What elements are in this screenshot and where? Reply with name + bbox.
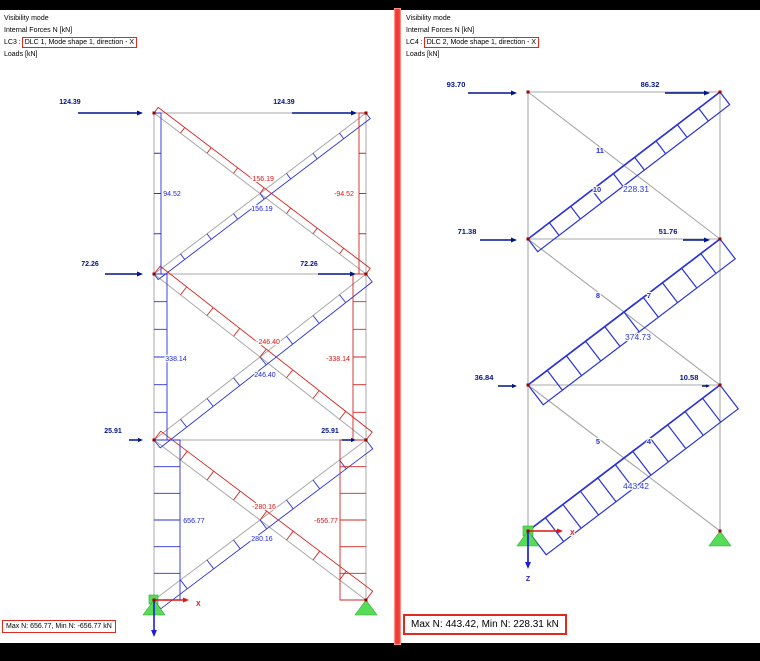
force-diagram-diag-neg-s3 bbox=[153, 430, 374, 601]
member-number-label: 5 bbox=[596, 437, 600, 446]
load-value-label: 25.91 bbox=[321, 428, 339, 435]
load-arrow bbox=[468, 90, 517, 96]
max-min-status: Max N: 656.77, Min N: -656.77 kN bbox=[2, 620, 116, 633]
force-diagram-col-neg-s3 bbox=[339, 439, 366, 601]
force-diagram-diag-neg-s2 bbox=[153, 265, 373, 441]
axis-x-label: X bbox=[570, 530, 575, 537]
force-diagram-col-pos-s3 bbox=[154, 439, 181, 601]
load-arrow bbox=[480, 237, 517, 243]
load-case-highlight-box: DLC 1, Mode shape 1, direction - X bbox=[21, 37, 138, 48]
axial-force-label: -246.40 bbox=[256, 339, 280, 346]
axial-force-label: 246.40 bbox=[254, 372, 276, 379]
load-case-prefix: LC4 : bbox=[406, 39, 423, 46]
left-viewport[interactable] bbox=[0, 10, 394, 643]
load-case-line: LC3 :DLC 1, Mode shape 1, direction - X bbox=[4, 37, 138, 49]
right-viewport[interactable] bbox=[401, 10, 760, 643]
support-icon bbox=[516, 525, 732, 547]
axis-z-arrow bbox=[525, 531, 531, 569]
load-arrow bbox=[665, 90, 710, 96]
panel-divider bbox=[394, 8, 401, 645]
member-number-label: 7 bbox=[647, 291, 651, 300]
axis-x-arrow bbox=[528, 528, 563, 534]
axial-force-label: -338.14 bbox=[326, 356, 350, 363]
load-value-label: 93.70 bbox=[447, 80, 466, 89]
load-arrow bbox=[702, 384, 710, 388]
axis-z-label: Z bbox=[526, 576, 531, 583]
force-diagram-diag-pos-s3 bbox=[153, 439, 374, 610]
axial-force-label: 374.73 bbox=[625, 332, 651, 342]
axial-force-label: 228.31 bbox=[623, 184, 649, 194]
force-diagram-col-neg-s2 bbox=[352, 273, 366, 441]
node-dots bbox=[526, 90, 722, 533]
axial-force-label: 156.19 bbox=[251, 206, 273, 213]
load-value-label: 124.39 bbox=[273, 99, 295, 106]
load-value-label: 51.76 bbox=[659, 227, 678, 236]
support-icon bbox=[142, 594, 378, 616]
right-header: Visibility mode Internal Forces N [kN] L… bbox=[406, 13, 540, 61]
load-case-prefix: LC3 : bbox=[4, 39, 21, 46]
axial-force-label: -656.77 bbox=[314, 518, 338, 525]
load-arrow bbox=[342, 437, 356, 443]
load-value-label: 25.91 bbox=[104, 428, 122, 435]
max-min-status: Max N: 443.42, Min N: 228.31 kN bbox=[403, 614, 567, 635]
force-diagram-col-pos-s1 bbox=[154, 112, 162, 275]
load-arrow bbox=[105, 271, 143, 277]
axial-force-label: -280.16 bbox=[252, 504, 276, 511]
axial-force-label: 656.77 bbox=[183, 518, 205, 525]
axial-force-label: -94.52 bbox=[334, 191, 354, 198]
loads-unit-label: Loads [kN] bbox=[406, 51, 440, 58]
force-diagram-s3 bbox=[527, 384, 740, 556]
force-diagram-diag-pos-s2 bbox=[153, 273, 373, 449]
force-diagram-col-neg-s1 bbox=[358, 112, 366, 275]
force-diagram-diag-pos-s1 bbox=[153, 112, 371, 281]
internal-forces-label: Internal Forces N [kN] bbox=[406, 27, 475, 34]
load-arrow bbox=[498, 383, 517, 389]
node-dots bbox=[152, 111, 368, 602]
force-diagram-col-pos-s2 bbox=[154, 273, 168, 441]
force-diagram-s2 bbox=[527, 238, 737, 406]
visibility-mode-label: Visibility mode bbox=[4, 15, 49, 22]
load-arrow bbox=[683, 237, 710, 243]
load-value-label: 10.58 bbox=[680, 373, 699, 382]
left-header: Visibility mode Internal Forces N [kN] L… bbox=[4, 13, 138, 61]
load-value-label: 36.84 bbox=[475, 373, 495, 382]
load-arrow bbox=[292, 110, 357, 116]
axis-x-arrow bbox=[154, 597, 189, 603]
load-case-line: LC4 :DLC 2, Mode shape 1, direction - X bbox=[406, 37, 540, 49]
member-number-label: 8 bbox=[596, 291, 600, 300]
internal-forces-label: Internal Forces N [kN] bbox=[4, 27, 73, 34]
axial-force-label: 280.16 bbox=[251, 536, 273, 543]
load-arrow bbox=[318, 271, 356, 277]
loads-unit-label: Loads [kN] bbox=[4, 51, 38, 58]
load-value-label: 71.38 bbox=[458, 227, 477, 236]
load-value-label: 72.26 bbox=[300, 261, 318, 268]
axial-force-label: 338.14 bbox=[165, 356, 187, 363]
right-active-members bbox=[527, 91, 721, 532]
axis-z-arrow bbox=[151, 600, 157, 637]
axial-force-label: 443.42 bbox=[623, 481, 649, 491]
force-diagram-s1 bbox=[527, 91, 731, 253]
member-number-label: 10 bbox=[593, 185, 601, 194]
axis-x-label: X bbox=[196, 601, 201, 608]
load-arrow bbox=[78, 110, 143, 116]
visibility-mode-label: Visibility mode bbox=[406, 15, 451, 22]
member-number-label: 11 bbox=[596, 146, 604, 155]
load-case-highlight-box: DLC 2, Mode shape 1, direction - X bbox=[423, 37, 540, 48]
load-value-label: 124.39 bbox=[59, 99, 81, 106]
load-value-label: 72.26 bbox=[81, 261, 99, 268]
axial-force-label: -156.19 bbox=[250, 176, 274, 183]
load-value-label: 86.32 bbox=[641, 80, 660, 89]
load-arrow bbox=[129, 437, 143, 443]
force-diagram-diag-neg-s1 bbox=[153, 106, 371, 275]
axial-force-label: 94.52 bbox=[163, 191, 181, 198]
member-number-label: 4 bbox=[647, 437, 652, 446]
